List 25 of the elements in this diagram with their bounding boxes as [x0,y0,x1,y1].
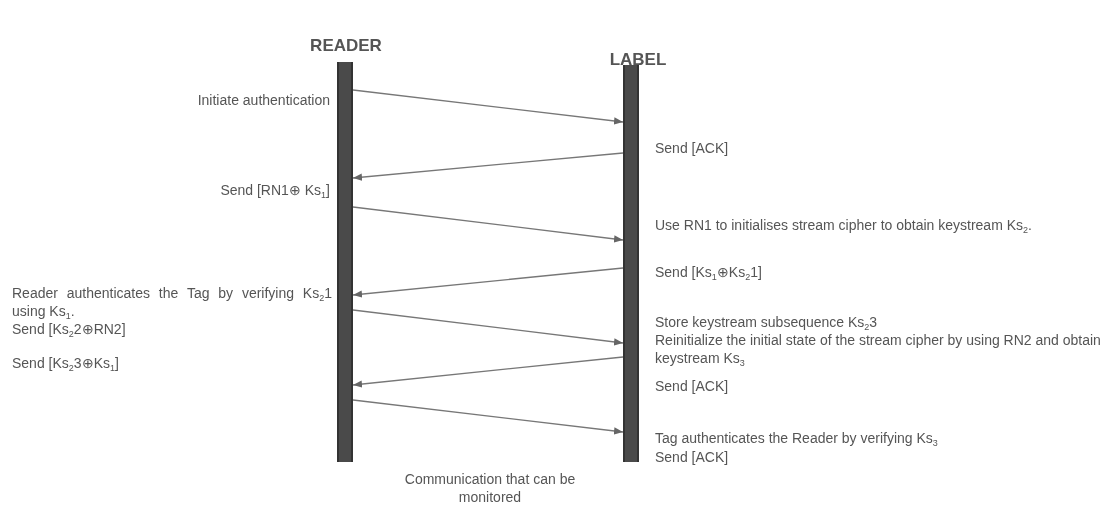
lifeline-heading: LABEL [609,50,667,70]
arrow [352,152,624,181]
lifeline-heading: READER [310,36,382,56]
step-note: Store keystream subsequence Ks$_{2}$3 [655,313,879,331]
arrow [352,309,624,346]
caption: Communication that can be monitored [403,470,577,506]
step-note: Reinitialize the initial state of the stream cipher by using RN2 and obtain keystream Ks$_{3}$ [655,331,1102,367]
arrow [352,399,624,435]
step-note: Send [ACK] [655,139,730,157]
lifeline-bar [337,62,353,462]
step-note: Initiate authentication [196,91,330,109]
step-note: Reader authenticates the Tag by verifying Ks$_{2}$1 using Ks$_{1}$. [12,284,332,320]
step-note: Send [Ks$_{2}$2⊕RN2] [12,320,127,338]
step-note: Send [Ks$_{1}$⊕Ks$_{2}$1] [655,263,763,281]
arrow [352,89,624,125]
step-note: Send [ACK] [655,377,730,395]
step-note: Use RN1 to initialises stream cipher to obtain keystream Ks$_{2}$. [655,216,1033,234]
step-note: Send [RN1⊕ Ks$_{1}$] [219,181,330,199]
arrow [352,356,624,388]
lifeline-bar [623,65,639,462]
arrow [352,206,624,243]
step-note: Send [Ks$_{2}$3⊕Ks$_{1}$] [12,354,120,372]
step-note: Send [ACK] [655,448,730,466]
step-note: Tag authenticates the Reader by verifying Ks$_{3}$ [655,429,939,447]
arrow [352,267,624,298]
